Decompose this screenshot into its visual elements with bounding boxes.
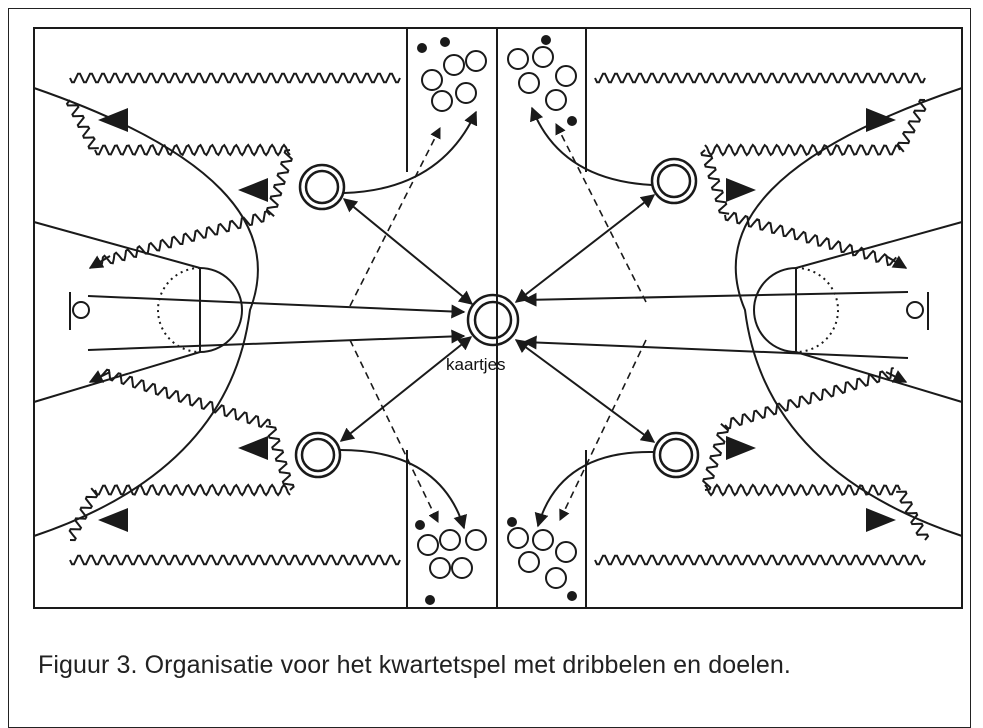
dribble-wave	[704, 483, 901, 497]
center-label: kaartjes	[446, 355, 506, 374]
ball	[421, 69, 443, 91]
dribble-paths	[65, 72, 930, 566]
ball	[431, 90, 453, 112]
ball	[425, 595, 435, 605]
arrow	[87, 329, 466, 351]
ball	[451, 557, 473, 579]
dribble-wave	[98, 368, 271, 428]
figure-caption: Figuur 3. Organisatie voor het kwartetsp…	[38, 651, 791, 679]
dribble-wave	[896, 490, 930, 541]
ball	[545, 89, 567, 111]
free-throw-circle-right-dotted	[795, 267, 839, 353]
ball	[507, 48, 529, 70]
cone-marker	[238, 178, 268, 202]
dribble-wave	[702, 422, 730, 491]
ball	[417, 43, 427, 53]
ball	[429, 557, 451, 579]
hoops	[294, 157, 700, 479]
free-throw-circle-left-dotted	[157, 267, 201, 353]
ball	[532, 529, 554, 551]
ball	[541, 35, 551, 45]
ball	[507, 527, 529, 549]
dribble-wave	[700, 149, 730, 215]
ball	[532, 46, 554, 68]
key-top-right	[795, 221, 963, 269]
dribble-wave	[65, 99, 99, 150]
ball	[465, 529, 487, 551]
dribble-wave	[724, 211, 898, 267]
ball	[545, 567, 567, 589]
cone-marker	[98, 108, 128, 132]
dribble-wave	[265, 425, 295, 491]
ball	[455, 82, 477, 104]
arrow	[343, 110, 478, 194]
arrow	[534, 450, 655, 528]
cones	[98, 108, 896, 532]
arrow	[87, 295, 466, 319]
dribble-wave	[704, 143, 901, 157]
hoop-bottom-left	[294, 431, 342, 479]
wave-end-arrows	[88, 255, 908, 383]
dribble-wave	[68, 487, 99, 542]
ball	[555, 541, 577, 563]
cone-marker	[726, 178, 756, 202]
ball	[518, 551, 540, 573]
key-bottom-left	[33, 351, 201, 403]
cone-marker	[866, 108, 896, 132]
key-top-left	[33, 221, 201, 269]
three-point-arc-left	[33, 87, 259, 537]
arrow	[522, 291, 909, 307]
dribble-wave	[896, 98, 927, 153]
arrow	[514, 339, 656, 443]
ball	[443, 54, 465, 76]
dribble-wave	[594, 554, 926, 566]
dribble-wave	[94, 143, 291, 157]
arrow	[514, 194, 656, 303]
ball-clusters	[415, 35, 577, 605]
dribble-wave	[265, 149, 293, 218]
ball	[415, 520, 425, 530]
basket-right	[906, 301, 924, 319]
cone-marker	[726, 436, 756, 460]
ball	[507, 517, 517, 527]
cone-marker	[98, 508, 128, 532]
ball	[567, 591, 577, 601]
ball	[518, 72, 540, 94]
basket-left	[72, 301, 90, 319]
hoop-top-right	[650, 157, 698, 205]
arrow	[342, 198, 474, 305]
dashed-arrows	[349, 123, 647, 524]
dribble-wave	[724, 367, 894, 430]
dribble-wave	[94, 483, 291, 497]
ball	[567, 116, 577, 126]
dribble-wave	[594, 72, 926, 84]
court-diagram	[33, 27, 963, 609]
three-point-arc-right	[734, 87, 963, 537]
arrow	[339, 336, 473, 442]
free-throw-circle-right-solid	[753, 267, 797, 353]
dribble-wave	[69, 554, 401, 566]
free-throw-circle-left-solid	[199, 267, 243, 353]
pass-arrows	[87, 106, 909, 530]
dribble-wave	[100, 210, 271, 267]
cone-marker	[866, 508, 896, 532]
cone-marker	[238, 436, 268, 460]
ball	[555, 65, 577, 87]
arrow	[530, 106, 653, 186]
ball	[417, 534, 439, 556]
ball	[439, 529, 461, 551]
hoop-center	[466, 293, 520, 347]
arrow	[339, 449, 467, 530]
ball	[440, 37, 450, 47]
ball	[465, 50, 487, 72]
hoop-top-left	[298, 163, 346, 211]
dribble-wave	[69, 72, 401, 84]
arrow	[522, 335, 909, 359]
hoop-bottom-right	[652, 431, 700, 479]
